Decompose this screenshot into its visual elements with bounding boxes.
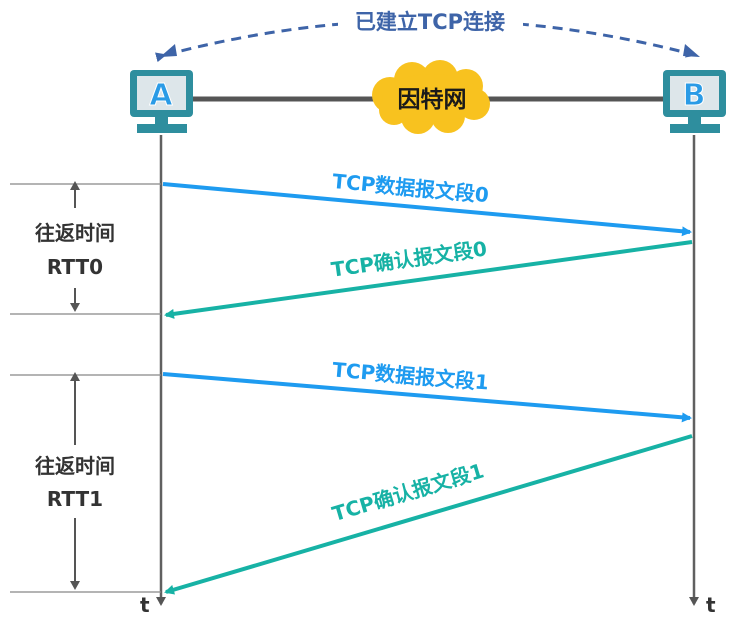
connection-label: 已建立TCP连接 <box>355 10 505 34</box>
time-label-b: t <box>706 593 716 617</box>
host-b-label: B <box>683 78 706 113</box>
ack-segment-1-label: TCP确认报文段1 <box>329 459 486 527</box>
ack-segment-1-arrow <box>164 434 693 595</box>
host-a-label: A <box>149 78 173 113</box>
rtt1-label-line1: 往返时间 <box>35 454 115 478</box>
data-segment-0-arrow <box>162 182 692 237</box>
host-b-monitor-icon <box>663 70 726 133</box>
connection-label-bg <box>338 6 523 34</box>
data-segment-1-arrow <box>162 372 692 423</box>
internet-cloud-icon <box>372 60 490 134</box>
internet-label: 因特网 <box>398 87 467 113</box>
rtt1-label-line2: RTT1 <box>47 487 103 511</box>
time-label-a: t <box>140 593 150 617</box>
arc-arrowhead-right <box>683 44 700 57</box>
rtt0-label-line2: RTT0 <box>47 255 103 279</box>
host-a-monitor-icon <box>130 70 193 133</box>
ack-segment-0-arrow <box>164 240 693 319</box>
arc-arrowhead-left <box>160 44 177 57</box>
connection-arc <box>164 18 697 58</box>
rtt0-label-line1: 往返时间 <box>35 221 115 245</box>
